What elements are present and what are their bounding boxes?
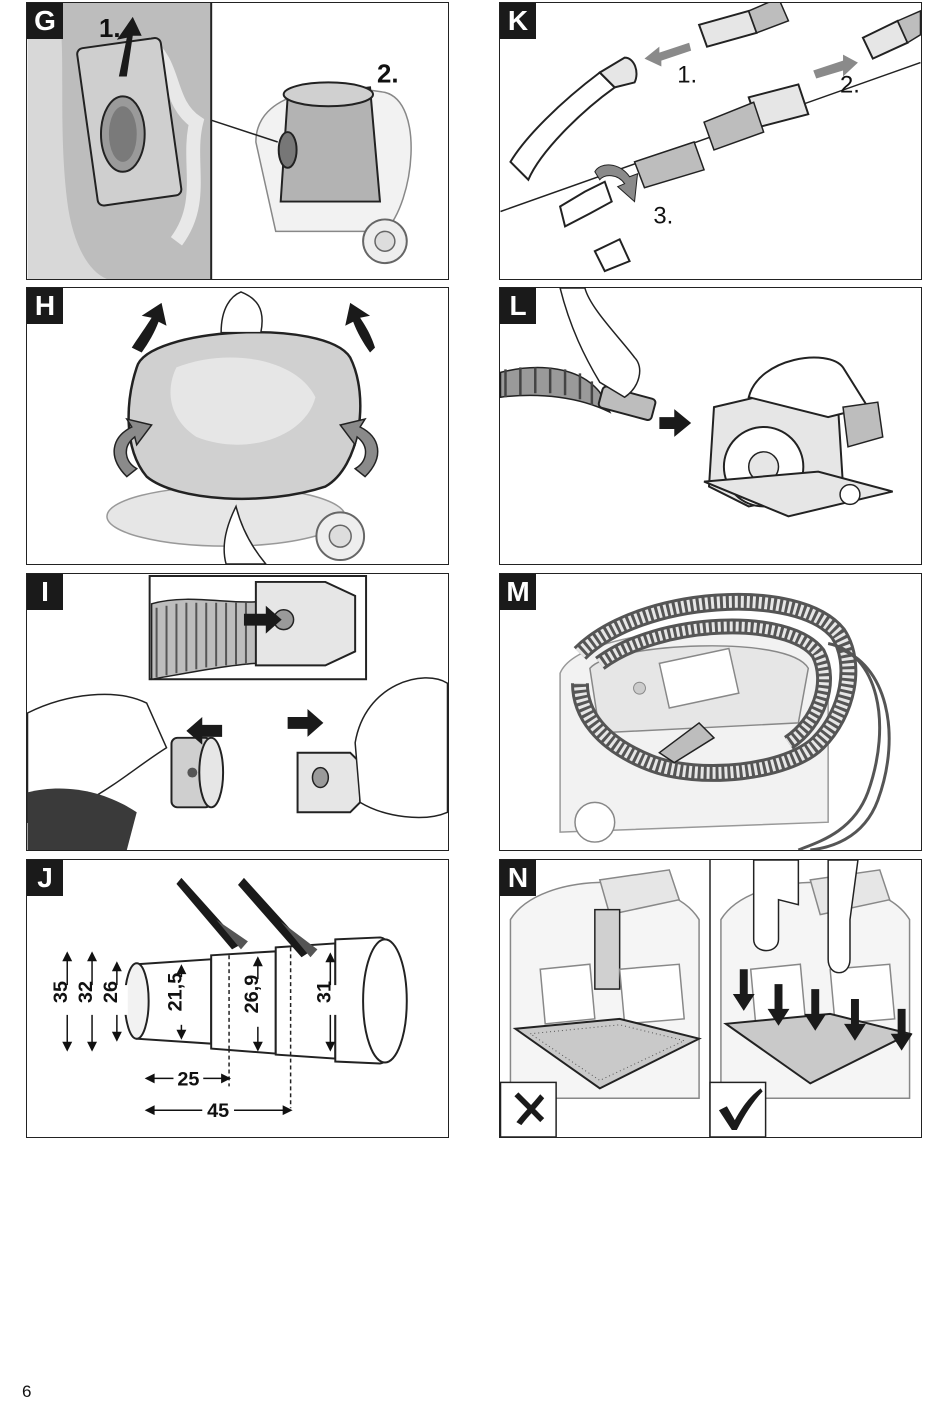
panel-h: H (26, 287, 449, 565)
dimension-32: 32 (75, 981, 97, 1003)
dimension-26: 26 (100, 981, 122, 1003)
power-tool-connection-illustration (500, 288, 893, 518)
hose-adapter-illustration (27, 574, 448, 850)
dimension-26-9: 26,9 (241, 975, 263, 1014)
panel-label-l: L (500, 288, 536, 324)
panel-label-j: J (27, 860, 63, 896)
panel-l: L (499, 287, 922, 565)
check-icon (718, 1088, 763, 1131)
dimension-25: 25 (177, 1068, 199, 1090)
bag-removal-illustration: 1. 2. (27, 3, 412, 279)
panel-n: N (499, 859, 922, 1138)
panel-k: 1. 2. 3. K (499, 2, 922, 280)
dimension-35: 35 (50, 981, 72, 1003)
cross-icon (514, 1092, 545, 1126)
panel-label-k: K (500, 3, 536, 39)
step-1-label: 1. (99, 15, 121, 43)
panel-label-n: N (500, 860, 536, 896)
page-number: 6 (22, 1382, 32, 1401)
step-3-label: 3. (653, 202, 673, 229)
dimension-31: 31 (313, 981, 335, 1003)
filter-bag-lift-illustration (106, 291, 379, 564)
filter-insertion-illustration (500, 860, 913, 1137)
panel-label-m: M (500, 574, 536, 610)
panel-j: 35 32 26 21,5 26,9 31 25 45 J (26, 859, 449, 1138)
step-1-label: 1. (677, 61, 697, 88)
step-2-label: 2. (840, 71, 860, 98)
hose-storage-illustration (559, 592, 891, 850)
hose-accessories-illustration: 1. 2. 3. (500, 3, 921, 273)
panel-m: M (499, 573, 922, 851)
dimension-45: 45 (207, 1100, 229, 1122)
panel-label-g: G (27, 3, 63, 39)
panel-g: 1. 2. G (26, 2, 449, 280)
panel-label-h: H (27, 288, 63, 324)
panel-i: I (26, 573, 449, 851)
step-2-label: 2. (377, 60, 399, 88)
dimension-21-5: 21,5 (164, 973, 186, 1012)
panel-label-i: I (27, 574, 63, 610)
adapter-dimensions-diagram: 35 32 26 21,5 26,9 31 25 45 (50, 877, 408, 1122)
